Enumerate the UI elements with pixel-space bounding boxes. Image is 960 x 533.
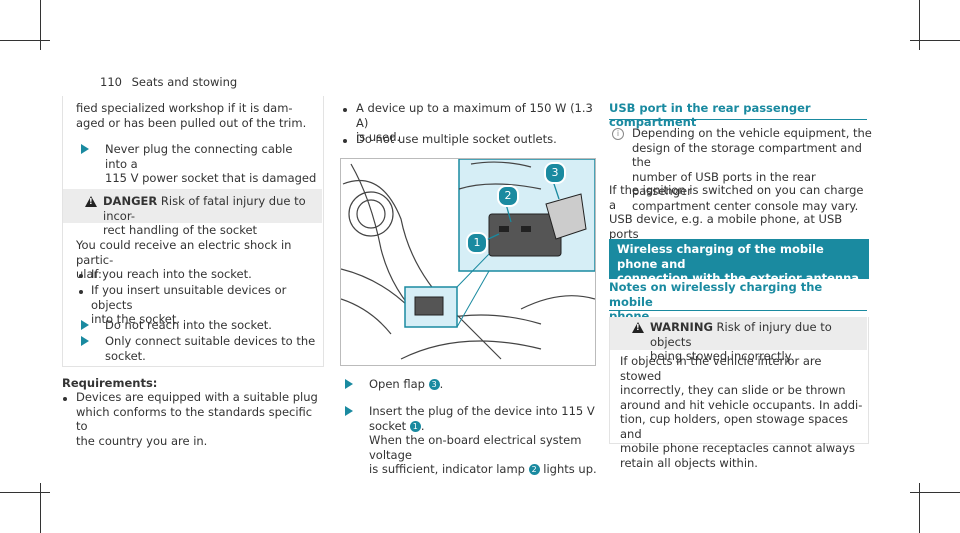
console-drawing: [341, 159, 595, 360]
middle-bullet-1: A device up to a maximum of 150 W (1.3 A…: [356, 101, 593, 144]
heading-rule: [609, 119, 867, 120]
crop-mark: [40, 0, 41, 50]
usb-note: Depending on the vehicle equipment, the …: [632, 126, 872, 213]
warning-label: WARNING: [650, 320, 713, 334]
crop-mark: [919, 0, 920, 50]
wireless-section-bar: Wireless charging of the mobile phone an…: [609, 239, 869, 285]
step-arrow-icon: [81, 144, 89, 154]
danger-title-block: DANGER Risk of fatal injury due to incor…: [103, 194, 318, 238]
warning-title: Risk of injury due to objects being stow…: [650, 320, 832, 363]
warning-title-block: WARNING Risk of injury due to objects be…: [650, 320, 865, 364]
callout-2: 2: [497, 185, 519, 207]
danger-bullet-2: If you insert unsuitable devices or obje…: [91, 283, 287, 326]
ref-callout-2: 2: [528, 464, 540, 475]
warning-triangle-icon: [85, 196, 97, 207]
crop-mark: [0, 40, 50, 41]
crop-mark: [910, 492, 960, 493]
requirements-bullet: Devices are equipped with a suitable plu…: [76, 390, 318, 448]
requirements-label: Requirements:: [62, 376, 158, 390]
middle-bullet-2: Do not use multiple socket outlets.: [356, 132, 557, 146]
continued-text: fied specialized workshop if it is dam- …: [76, 101, 307, 130]
heading-rule: [609, 310, 867, 311]
page-number: 110: [100, 75, 122, 89]
danger-bullet-1: If you reach into the socket.: [91, 267, 252, 281]
step-arrow-icon: [345, 379, 353, 389]
callout-1: 1: [466, 232, 488, 254]
step-open-text: Open flap: [369, 377, 425, 391]
step-text: Do not reach into the socket.: [105, 318, 272, 332]
page-header: 110 Seats and stowing: [100, 75, 237, 89]
ref-callout-3: 3: [428, 379, 440, 390]
warning-box: [609, 317, 869, 444]
warning-text: If objects in the vehicle interior are s…: [620, 354, 863, 470]
section-title: Seats and stowing: [131, 75, 238, 89]
crop-mark: [0, 492, 50, 493]
crop-mark: [919, 483, 920, 533]
danger-intro: You could receive an electric shock in p…: [76, 238, 292, 281]
crop-mark: [40, 483, 41, 533]
warning-triangle-icon: [632, 322, 644, 333]
socket-illustration: 1 2 3: [340, 158, 596, 366]
step-insert-text-c: lights up.: [543, 462, 597, 476]
step-text: Insert the plug of the device into 115 V…: [369, 404, 597, 476]
danger-header: DANGER Risk of fatal injury due to incor…: [63, 189, 322, 237]
usb-heading: USB port in the rear passenger compartme…: [609, 101, 811, 129]
callout-3: 3: [544, 162, 566, 184]
continued-warning-box: [62, 96, 324, 367]
info-icon: i: [612, 128, 624, 140]
danger-label: DANGER: [103, 194, 158, 208]
bullet-dot: [79, 274, 83, 278]
ref-callout-1: 1: [409, 420, 421, 432]
step-insert-text-b: When the on-board electrical system volt…: [369, 433, 582, 476]
bullet-dot: [343, 108, 347, 112]
step-arrow-icon: [345, 406, 353, 416]
bullet-dot: [343, 139, 347, 143]
step-text: Open flap 3.: [369, 377, 444, 391]
danger-title: Risk of fatal injury due to incor- rect …: [103, 194, 306, 237]
warning-header: WARNING Risk of injury due to objects be…: [610, 317, 867, 363]
bullet-dot: [79, 290, 83, 294]
step-arrow-icon: [81, 336, 89, 346]
bullet-dot: [63, 397, 67, 401]
crop-mark: [910, 40, 960, 41]
step-text: Only connect suitable devices to the soc…: [105, 334, 316, 363]
step-insert-text-a: Insert the plug of the device into 115 V…: [369, 404, 595, 433]
step-arrow-icon: [81, 320, 89, 330]
